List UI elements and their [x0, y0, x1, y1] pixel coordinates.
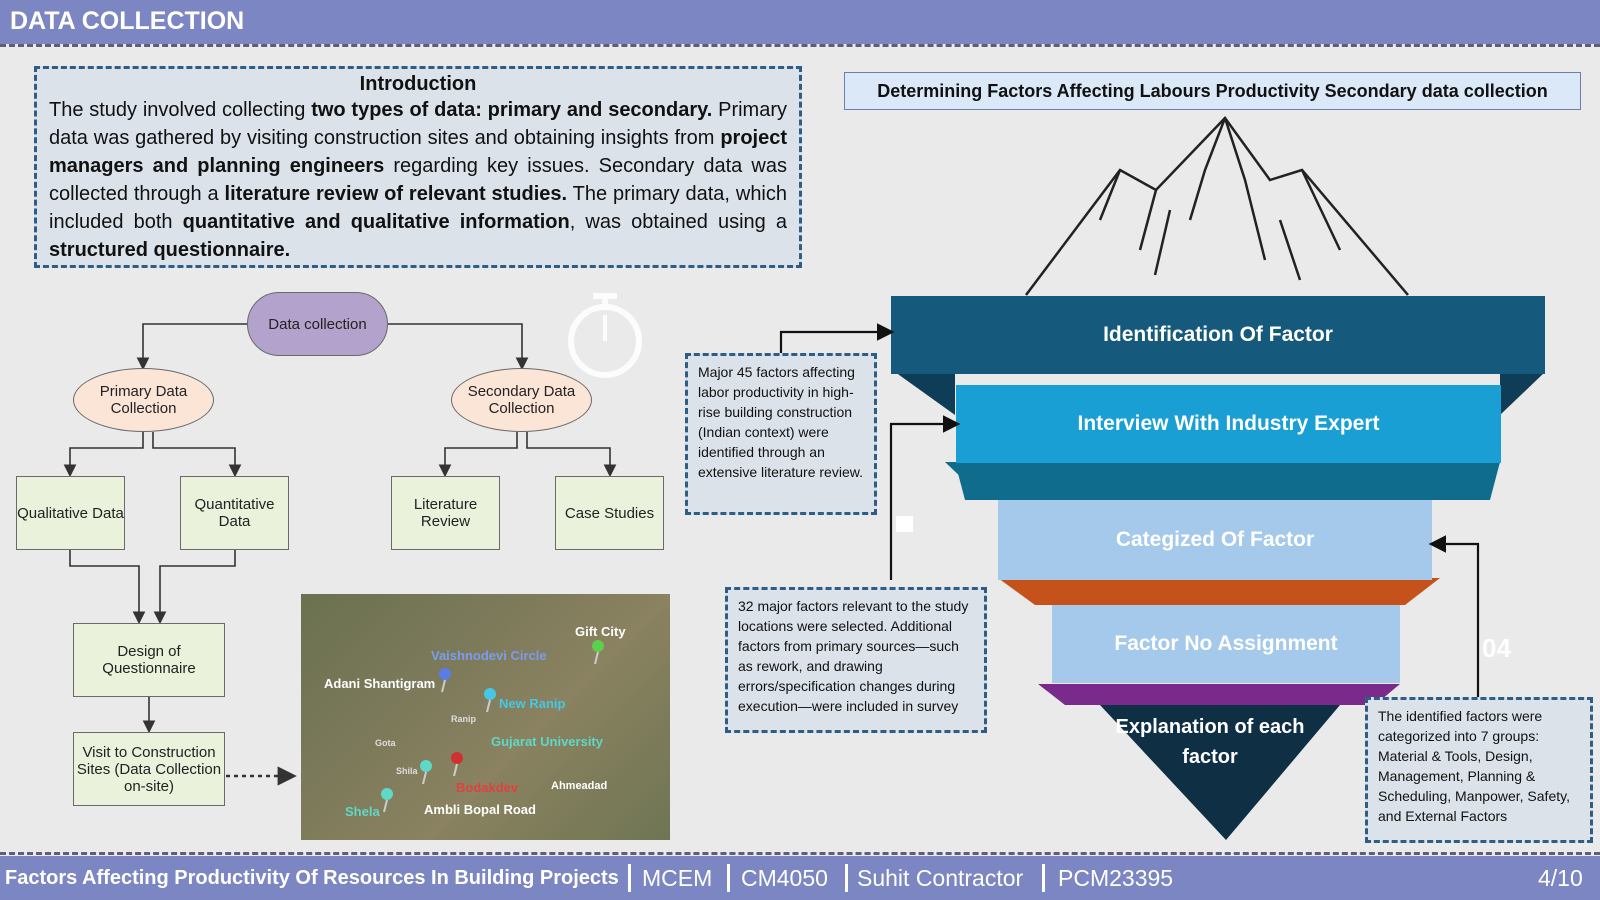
note-factor-categories: The identified factors were categorized … [1365, 697, 1593, 843]
footer-author: Suhit Contractor [857, 865, 1024, 891]
mountain-icon [1025, 116, 1409, 296]
band-interview-with-industry-expert: Interview With Industry Expert [956, 385, 1501, 463]
node-quantitative-data: Quantitative Data [180, 476, 289, 550]
footer-separator [727, 864, 730, 892]
introduction-box: Introduction The study involved collecti… [34, 66, 802, 268]
introduction-heading: Introduction [359, 73, 477, 95]
node-data-collection: Data collection [247, 292, 388, 356]
map-label: Gift City [575, 624, 626, 639]
map-label: Ahmeadad [551, 780, 608, 792]
site-location-map: Gift City Vaishnodevi Circle Adani Shant… [301, 594, 670, 840]
map-label: Ranip [451, 714, 477, 724]
footer-id: PCM23395 [1058, 865, 1174, 891]
pushpin-icon [420, 760, 432, 785]
footer-bar: Factors Affecting Productivity Of Resour… [0, 856, 1600, 900]
page-number: 4/10 [1538, 865, 1583, 891]
right-panel-title: Determining Factors Affecting Labours Pr… [844, 72, 1581, 110]
footer-program: MCEM [642, 865, 713, 891]
footer-separator [628, 864, 631, 892]
node-design-of-questionnaire: Design of Questionnaire [73, 623, 225, 697]
map-label: Gota [375, 738, 396, 748]
map-label: Vaishnodevi Circle [431, 648, 547, 663]
map-label: Adani Shantigram [324, 676, 436, 691]
node-visit-construction-sites: Visit to Construction Sites (Data Collec… [73, 732, 225, 806]
footer-divider [0, 852, 1600, 855]
flowchart-connectors [63, 293, 642, 786]
pushpin-icon [484, 688, 496, 713]
map-label: Ambli Bopal Road [424, 802, 536, 817]
iceberg-funnel-graphic [895, 116, 1545, 840]
footer-separator [845, 864, 848, 892]
note-literature-factors: Major 45 factors affecting labor product… [685, 353, 877, 515]
pushpin-icon [439, 668, 451, 693]
header-bar: DATA COLLECTION [0, 0, 1600, 44]
band-factor-no-assignment: Factor No Assignment [1052, 605, 1400, 683]
band-identification-of-factor: Identification Of Factor [891, 296, 1545, 374]
map-label: New Ranip [499, 696, 566, 711]
map-label: Shila [396, 766, 418, 776]
pushpin-icon [381, 788, 393, 813]
footer-project-title: Factors Affecting Productivity Of Resour… [5, 867, 619, 889]
map-label: Gujarat University [491, 734, 603, 749]
footer-course: CM4050 [741, 865, 828, 891]
step-number: 04 [1482, 633, 1511, 663]
slide-title: DATA COLLECTION [10, 7, 245, 35]
header-divider [0, 44, 1600, 47]
map-label: Bodakdev [456, 780, 519, 795]
band-categized-of-factor: Categized Of Factor [998, 500, 1432, 580]
footer-separator [1042, 864, 1045, 892]
node-literature-review: Literature Review [391, 476, 500, 550]
node-primary-data-collection: Primary Data Collection [73, 368, 214, 432]
introduction-text: The study involved collecting two types … [49, 99, 788, 261]
map-pins [381, 640, 604, 813]
pushpin-icon [451, 752, 463, 777]
node-secondary-data-collection: Secondary Data Collection [451, 368, 592, 432]
pushpin-icon [592, 640, 604, 665]
note-selected-factors: 32 major factors relevant to the study l… [725, 587, 987, 733]
map-label: Shela [345, 804, 380, 819]
band-explanation-of-each-factor: Explanation of each factor [1115, 716, 1305, 768]
stopwatch-icon [568, 293, 642, 378]
node-case-studies: Case Studies [555, 476, 664, 550]
node-qualitative-data: Qualitative Data [16, 476, 125, 550]
